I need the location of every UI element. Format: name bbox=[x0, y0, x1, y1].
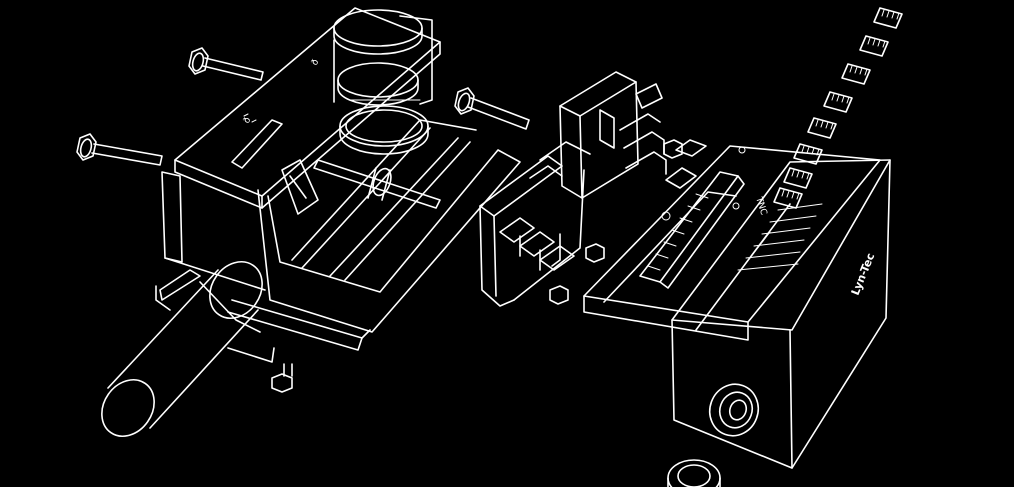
filter-ring-3 bbox=[339, 105, 429, 155]
connector-pin bbox=[773, 187, 803, 209]
pin-teeth bbox=[815, 119, 834, 130]
left-housing bbox=[161, 7, 521, 393]
pin-teeth bbox=[831, 93, 850, 104]
pin-teeth bbox=[867, 37, 886, 48]
connector-pin bbox=[783, 167, 813, 189]
bolt-lower-left bbox=[76, 133, 163, 166]
mark-a-label: ð ð bbox=[242, 57, 322, 125]
bolt-center bbox=[454, 87, 530, 130]
guide-rod bbox=[313, 159, 441, 209]
cylinder-handle bbox=[101, 261, 263, 437]
bottom-nut bbox=[667, 459, 721, 487]
connector-pin bbox=[841, 63, 871, 85]
connector-pin bbox=[823, 91, 853, 113]
mark-b-text: ð bbox=[242, 115, 254, 125]
filter-disc-2 bbox=[337, 62, 419, 106]
pin-teeth bbox=[791, 169, 810, 180]
middle-mount bbox=[479, 141, 605, 307]
mark-a-text: ð bbox=[310, 57, 322, 67]
pin-strip bbox=[773, 7, 903, 209]
filter-holder-frame bbox=[333, 15, 433, 105]
connector-pin bbox=[873, 7, 903, 29]
connector-pin bbox=[793, 143, 823, 165]
upper-bracket bbox=[559, 71, 683, 199]
connector-pin bbox=[807, 117, 837, 139]
bolt-upper-left bbox=[188, 47, 264, 81]
tnc-label: TNC bbox=[753, 195, 769, 217]
pin-teeth bbox=[801, 145, 820, 156]
pin-teeth bbox=[781, 189, 800, 200]
pin-teeth bbox=[881, 9, 900, 20]
right-box-body: TNC Lyn-Tec bbox=[671, 159, 891, 469]
filter-disc-1 bbox=[333, 9, 423, 55]
brand-label: Lyn-Tec bbox=[849, 251, 878, 297]
connector-pin bbox=[859, 35, 889, 57]
pin-teeth bbox=[849, 65, 868, 76]
